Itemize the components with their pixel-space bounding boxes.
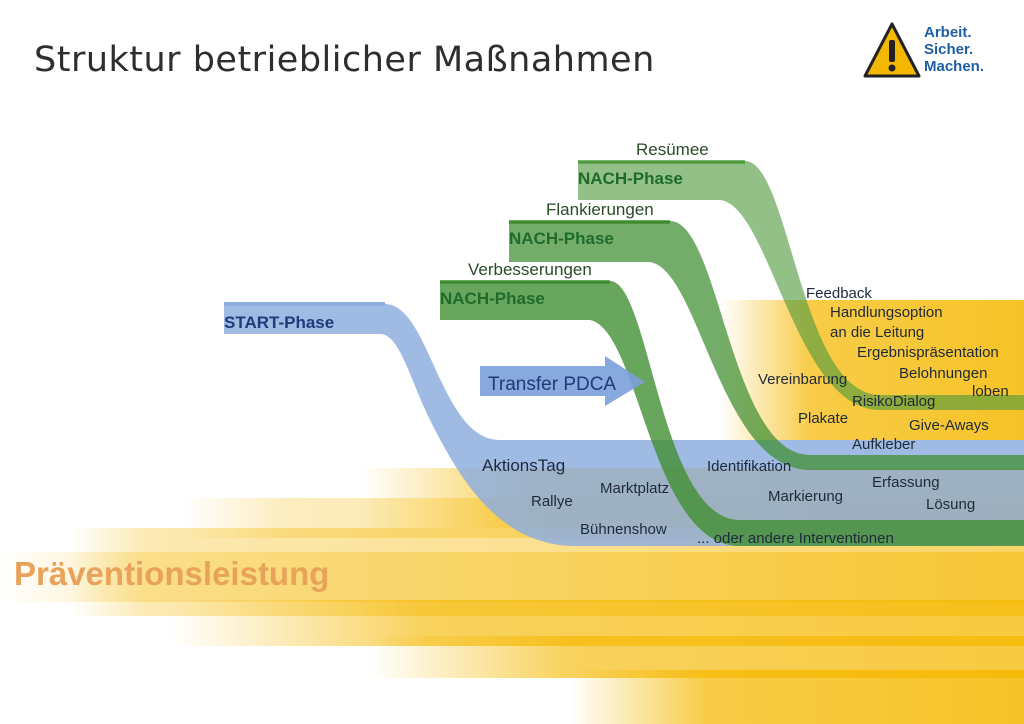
item-aufkleber: Aufkleber xyxy=(852,436,915,453)
transfer-arrow xyxy=(480,356,645,406)
item-interventionen: ... oder andere Interventionen xyxy=(697,530,894,547)
prevention-band xyxy=(570,670,1024,724)
item-markierung: Markierung xyxy=(768,488,843,505)
verbesserungen-title: Verbesserungen xyxy=(468,260,592,279)
verbesserungen-ribbon xyxy=(440,281,1024,546)
logo-line-3: Machen. xyxy=(924,58,985,75)
logo-line-1: Arbeit. xyxy=(924,24,972,41)
item-give-aways: Give-Aways xyxy=(909,417,989,434)
item-feedback: Feedback xyxy=(806,285,872,302)
flankierungen-phase: NACH-Phase xyxy=(509,229,614,248)
page-title: Struktur betrieblicher Maßnahmen xyxy=(34,40,655,80)
flankierungen-title: Flankierungen xyxy=(546,200,654,219)
logo: Arbeit. Sicher. Machen. xyxy=(862,20,1012,84)
praeventionsleistung-label: Präventionsleistung xyxy=(14,555,329,592)
verbesserungen-phase: NACH-Phase xyxy=(440,289,545,308)
warning-triangle-icon xyxy=(863,22,921,78)
item-belohnungen: Belohnungen xyxy=(899,365,987,382)
resuemee-phase: NACH-Phase xyxy=(578,169,683,188)
resuemee-title: Resümee xyxy=(636,140,709,159)
item-erfassung: Erfassung xyxy=(872,474,940,491)
item-handlungsoption: Handlungsoption xyxy=(830,304,943,321)
prevention-band xyxy=(0,552,1024,602)
item-ergebnispraesentation: Ergebnispräsentation xyxy=(857,344,999,361)
item-marktplatz: Marktplatz xyxy=(600,480,669,497)
item-vereinbarung: Vereinbarung xyxy=(758,371,847,388)
flankierungen-ribbon xyxy=(509,221,1024,470)
resuemee-ribbon xyxy=(578,161,1024,410)
logo-line-2: Sicher. xyxy=(924,41,974,58)
start-phase-label: START-Phase xyxy=(224,313,334,332)
item-buehnenshow: Bühnenshow xyxy=(580,521,667,538)
transfer-pdca-label: Transfer PDCA xyxy=(488,374,616,395)
item-plakate: Plakate xyxy=(798,410,848,427)
item-loesung: Lösung xyxy=(926,496,975,513)
start-ribbon xyxy=(224,304,1024,546)
item-risikodialog: RisikoDialog xyxy=(852,393,935,410)
item-loben: loben xyxy=(972,383,1009,400)
item-an-die-leitung: an die Leitung xyxy=(830,324,924,341)
prevention-band xyxy=(720,300,1024,440)
item-aktionstag: AktionsTag xyxy=(482,456,565,475)
item-identifikation: Identifikation xyxy=(707,458,791,475)
item-rallye: Rallye xyxy=(531,493,573,510)
